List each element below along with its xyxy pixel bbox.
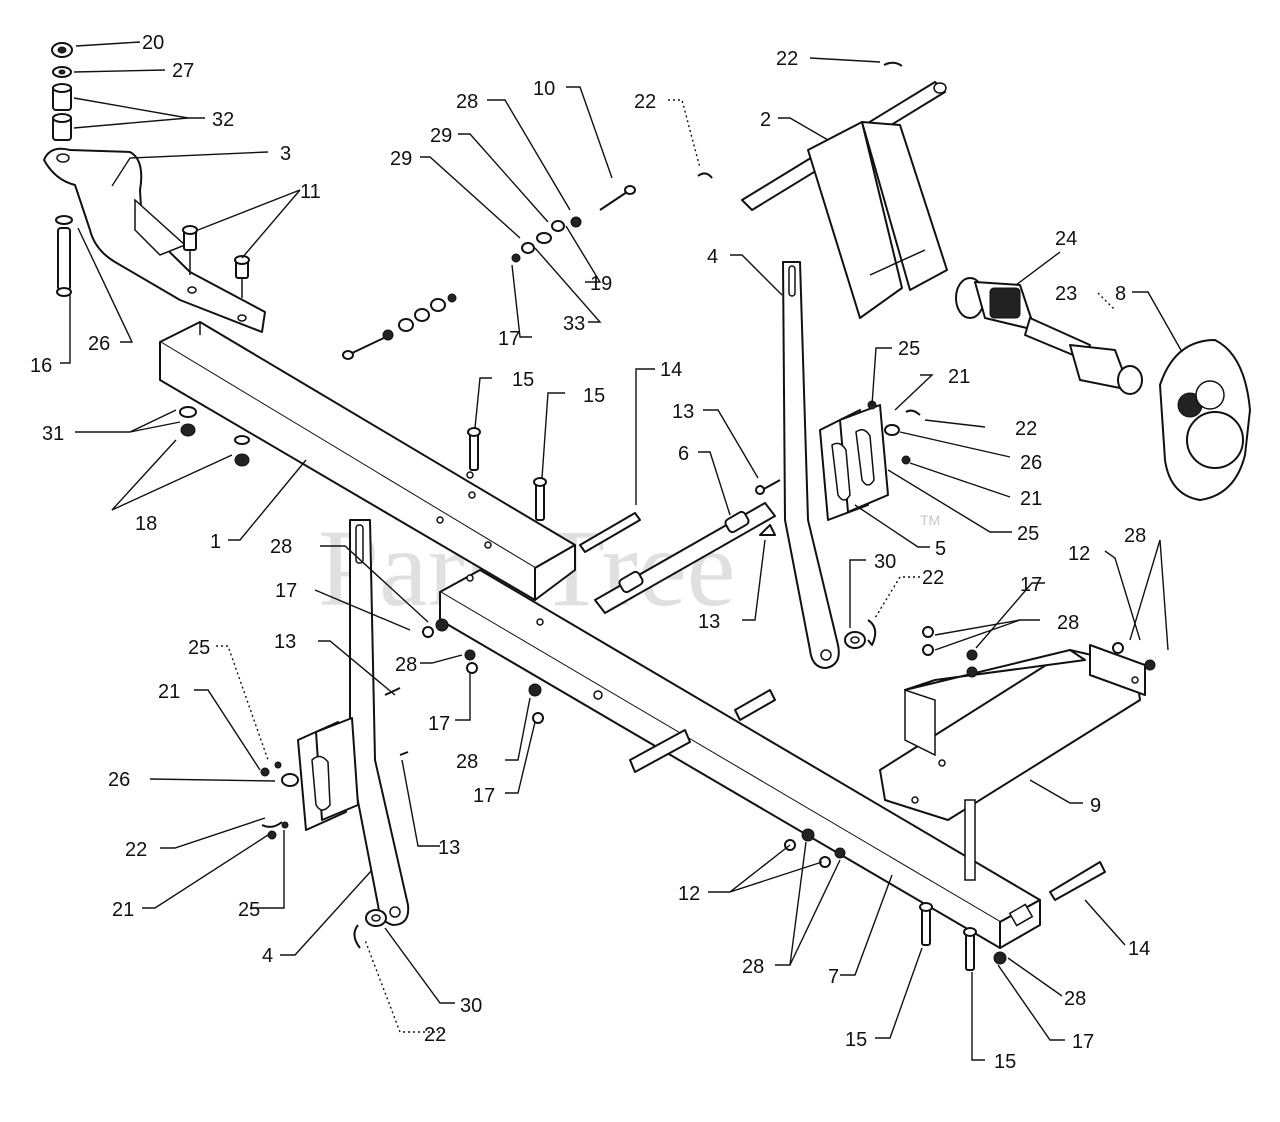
part-shaft-14-lower: [1049, 861, 1106, 901]
callout-26a: 26: [88, 333, 110, 355]
part-bushing-32-upper: [52, 83, 72, 111]
part-bolt-11b: [234, 255, 250, 298]
callout-28e: 28: [1124, 525, 1146, 547]
callout-28c: 28: [395, 654, 417, 676]
callout-19: 19: [590, 273, 612, 295]
part-shaft-lower: [629, 689, 776, 773]
part-fasteners: [261, 61, 1156, 965]
callout-14b: 14: [1128, 938, 1150, 960]
callout-2: 2: [760, 109, 771, 131]
callout-30a: 30: [874, 551, 896, 573]
callout-15d: 15: [994, 1051, 1016, 1073]
callout-15a: 15: [512, 369, 534, 391]
part-tube-1: [159, 321, 576, 601]
callout-28h: 28: [1064, 988, 1086, 1010]
callout-3: 3: [280, 143, 291, 165]
part-bolt-stack-upper: [511, 185, 636, 263]
callout-5: 5: [935, 538, 946, 560]
part-bushing-32-lower: [52, 113, 72, 141]
callout-17a: 17: [498, 328, 520, 350]
callout-4a: 4: [707, 246, 718, 268]
callout-29b: 29: [390, 148, 412, 170]
part-washer-27: [52, 66, 72, 78]
callout-22d: 22: [922, 567, 944, 589]
callout-21b: 21: [1020, 488, 1042, 510]
callout-22f: 22: [424, 1024, 446, 1046]
callout-7: 7: [828, 966, 839, 988]
part-arm-3: [43, 147, 266, 333]
callout-22b: 22: [634, 91, 656, 113]
callout-23: 23: [1055, 283, 1077, 305]
callout-15b: 15: [583, 385, 605, 407]
callout-21a: 21: [948, 366, 970, 388]
callout-16: 16: [30, 355, 52, 377]
callout-25b: 25: [1017, 523, 1039, 545]
callout-28a: 28: [456, 91, 478, 113]
callout-28b: 28: [270, 536, 292, 558]
callout-17d: 17: [473, 785, 495, 807]
callout-17b: 17: [275, 580, 297, 602]
callout-12a: 12: [1068, 543, 1090, 565]
callout-13c: 13: [274, 631, 296, 653]
callout-22c: 22: [1015, 418, 1037, 440]
callout-33: 33: [563, 313, 585, 335]
callout-22a: 22: [776, 48, 798, 70]
part-gearbox-8: [1159, 339, 1251, 501]
part-nut-20: [51, 42, 73, 58]
callout-11: 11: [300, 181, 321, 203]
callout-15c: 15: [845, 1029, 867, 1051]
callout-20: 20: [142, 32, 164, 54]
callouts: 20 27 32 3 11 16 26 31 18 1 28 29 29 10 …: [30, 32, 1150, 1073]
part-shaft-14-upper: [579, 512, 641, 553]
part-bracket-5-right: [819, 400, 911, 521]
part-nuts-18-31: [179, 406, 250, 467]
callout-6: 6: [678, 443, 689, 465]
callout-4b: 4: [262, 945, 273, 967]
callout-26c: 26: [108, 769, 130, 791]
part-bolt-stack-lower: [342, 293, 457, 360]
callout-1: 1: [210, 531, 221, 553]
callout-13a: 13: [672, 401, 694, 423]
part-tube-7: [439, 569, 1041, 949]
part-bracket-2: [741, 81, 948, 319]
part-shaft-6: [594, 502, 776, 614]
watermark-trademark: TM: [920, 512, 940, 528]
part-pins-15: [467, 427, 977, 971]
callout-21d: 21: [112, 899, 134, 921]
callout-17f: 17: [1072, 1031, 1094, 1053]
callout-24: 24: [1055, 228, 1077, 250]
part-pin-16: [55, 215, 73, 297]
callout-17e: 17: [1020, 574, 1042, 596]
part-driveshaft-23-24: [955, 277, 1143, 395]
callout-18: 18: [135, 513, 157, 535]
part-lift-link-4-right: [782, 261, 840, 669]
callout-13b: 13: [698, 611, 720, 633]
callout-31: 31: [42, 423, 64, 445]
callout-25a: 25: [898, 338, 920, 360]
part-bracket-left: [260, 717, 359, 840]
callout-25c: 25: [188, 637, 210, 659]
callout-8: 8: [1115, 283, 1126, 305]
callout-13d: 13: [438, 837, 460, 859]
callout-26b: 26: [1020, 452, 1042, 474]
callout-28d: 28: [456, 751, 478, 773]
callout-14a: 14: [660, 359, 682, 381]
callout-17c: 17: [428, 713, 450, 735]
callout-22e: 22: [125, 839, 147, 861]
leader-lines: [60, 41, 1183, 1061]
part-bolt-11a: [182, 225, 198, 275]
callout-9: 9: [1090, 795, 1101, 817]
callout-27: 27: [172, 60, 194, 82]
callout-28g: 28: [742, 956, 764, 978]
callout-21c: 21: [158, 681, 180, 703]
callout-25d: 25: [238, 899, 260, 921]
callout-32: 32: [212, 109, 234, 131]
callout-28f: 28: [1057, 612, 1079, 634]
callout-12b: 12: [678, 883, 700, 905]
callout-29a: 29: [430, 125, 452, 147]
callout-30b: 30: [460, 995, 482, 1017]
callout-10: 10: [533, 78, 555, 100]
part-bracket-9: [879, 644, 1146, 881]
